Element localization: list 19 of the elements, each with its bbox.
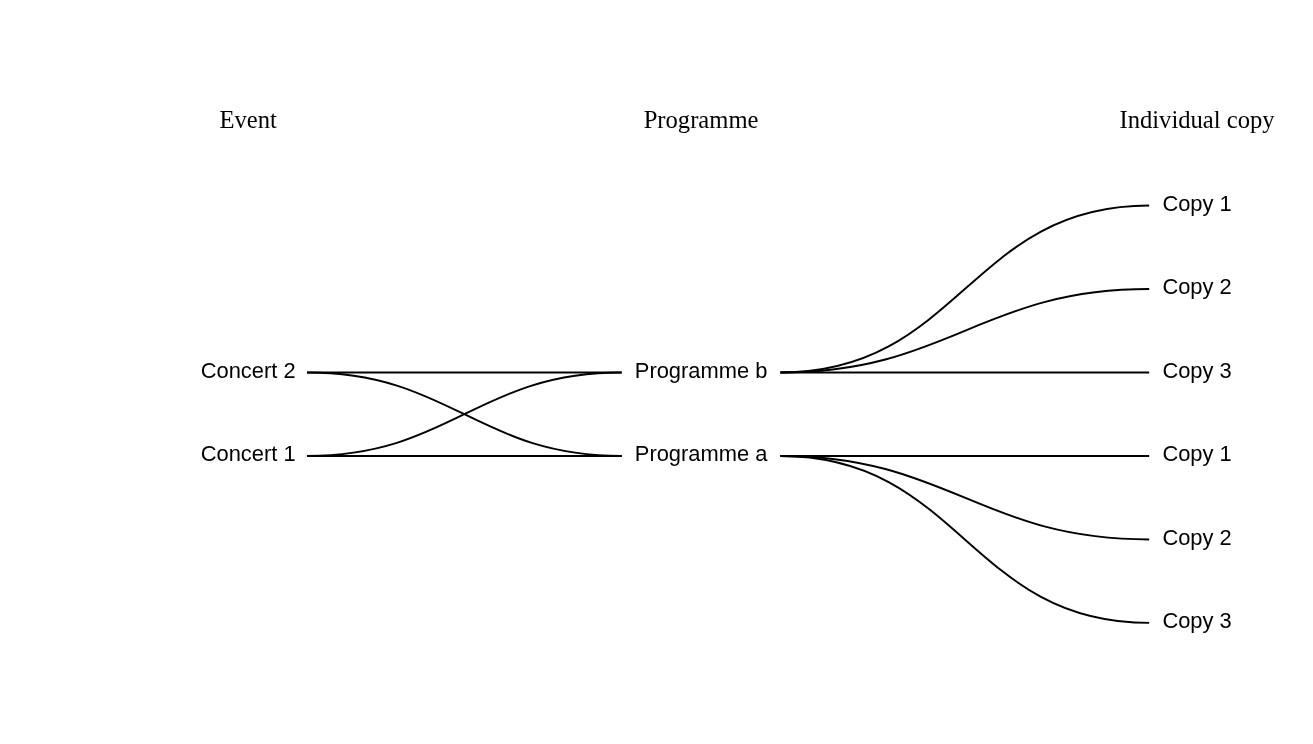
connector	[779, 204, 1151, 373]
node-text: Copy 3	[1162, 607, 1232, 633]
connector	[306, 371, 623, 373]
node-text: Programme b	[634, 357, 768, 383]
label: Event	[219, 105, 277, 133]
node-text: Copy 1	[1162, 190, 1232, 216]
connector	[779, 371, 1151, 373]
node-text: Programme a	[634, 440, 768, 466]
node-text: Concert 2	[200, 357, 296, 383]
connector	[306, 371, 623, 457]
node-text: Copy 2	[1162, 273, 1232, 299]
connector	[779, 287, 1151, 373]
label: Individual copy	[1119, 105, 1275, 133]
connector	[779, 454, 1151, 624]
node-text: Copy 2	[1162, 524, 1232, 550]
node-text: Copy 1	[1162, 440, 1232, 466]
node-text: Copy 3	[1162, 357, 1232, 383]
label: Programme	[643, 105, 759, 133]
node-text: Concert 1	[200, 440, 296, 466]
